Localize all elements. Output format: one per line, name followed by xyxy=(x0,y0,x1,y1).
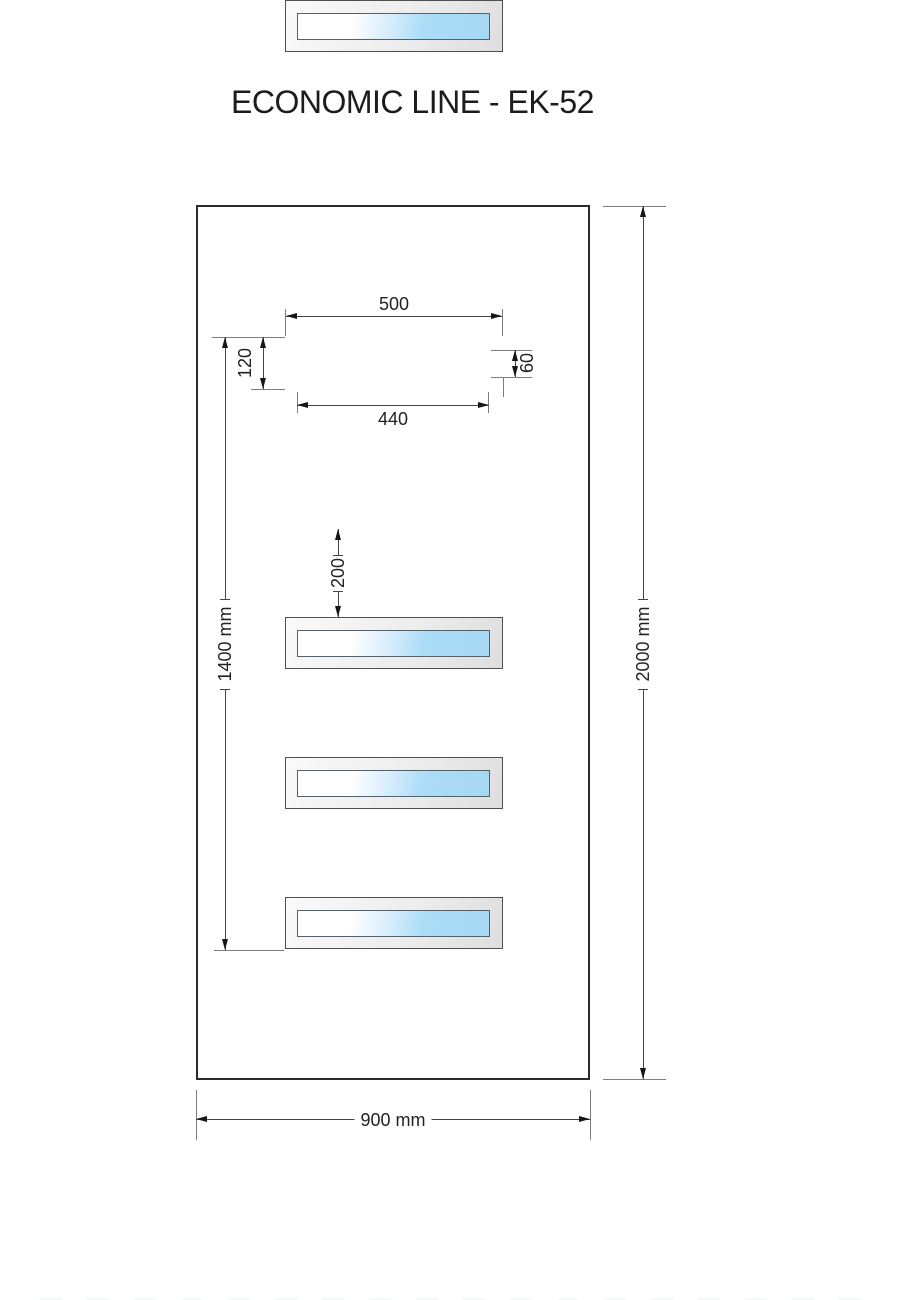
dim-label-windows-span: 1400 mm xyxy=(215,606,235,682)
dim-500-line xyxy=(286,316,502,317)
dim-500-ext-right xyxy=(502,309,503,336)
glass-pane xyxy=(297,770,490,797)
glass-pane xyxy=(297,910,490,937)
dim-60-ext-bottom xyxy=(491,377,532,378)
dim-120-line xyxy=(263,337,264,389)
dim-900-ext-left xyxy=(196,1090,197,1140)
dim-2000-line-lower xyxy=(643,689,644,1079)
dim-200-line-upper xyxy=(338,529,339,555)
dim-440-line xyxy=(297,405,489,406)
dim-900-arrow-left xyxy=(196,1116,207,1122)
dim-label-window-height: 120 xyxy=(235,347,255,379)
dim-1400-line-lower xyxy=(225,689,226,950)
dim-1400-break-tick xyxy=(220,689,230,690)
dim-500-ext-left xyxy=(285,309,286,336)
dim-120-ext-top xyxy=(212,337,285,338)
dim-1400-break-tick xyxy=(220,599,230,600)
dim-2000-break-tick xyxy=(638,599,648,600)
dim-500-arrow-left xyxy=(286,313,297,319)
dim-1400-ext-bottom xyxy=(214,950,284,951)
dim-200-arrow-down xyxy=(335,606,341,617)
dim-2000-ext-top xyxy=(603,206,666,207)
ext-line-window-right-lower xyxy=(503,378,504,397)
dim-440-arrow-right xyxy=(478,402,489,408)
window-panel xyxy=(285,617,503,669)
dim-2000-arrow-down xyxy=(640,1068,646,1079)
dim-200-break-tick xyxy=(333,591,343,592)
dim-label-glass-width: 440 xyxy=(377,409,409,429)
dim-label-window-spacing: 200 xyxy=(328,557,348,589)
glass-pane xyxy=(297,13,490,40)
window-panel xyxy=(285,0,503,52)
scan-artifact xyxy=(40,1298,879,1300)
dim-200-line-lower xyxy=(338,591,339,617)
dim-2000-ext-bottom xyxy=(603,1079,666,1080)
dim-200-arrow-up xyxy=(335,529,341,540)
dim-1400-arrow-up xyxy=(222,337,228,348)
dim-500-arrow-right xyxy=(491,313,502,319)
dim-200-break-tick xyxy=(333,555,343,556)
dim-label-glass-height: 60 xyxy=(517,352,537,374)
dim-60-line xyxy=(515,350,516,377)
dim-label-door-width: 900 mm xyxy=(354,1111,432,1129)
dim-440-arrow-left xyxy=(297,402,308,408)
dim-120-ext-bottom xyxy=(251,389,285,390)
dim-60-arrow-down xyxy=(512,366,518,377)
dim-label-door-height: 2000 mm xyxy=(633,606,653,682)
dim-60-arrow-up xyxy=(512,350,518,361)
dim-1400-line-upper xyxy=(225,337,226,599)
dim-900-ext-right xyxy=(590,1090,591,1140)
glass-pane xyxy=(297,630,490,657)
dim-2000-break-tick xyxy=(638,689,648,690)
page-title: ECONOMIC LINE - EK-52 xyxy=(231,84,594,120)
dim-120-arrow-up xyxy=(260,337,266,348)
window-panel xyxy=(285,757,503,809)
dim-label-window-width: 500 xyxy=(378,294,410,314)
dim-1400-arrow-down xyxy=(222,939,228,950)
dim-2000-arrow-up xyxy=(640,206,646,217)
window-panel xyxy=(285,897,503,949)
dim-900-arrow-right xyxy=(579,1116,590,1122)
dim-2000-line-upper xyxy=(643,206,644,599)
dim-60-ext-top xyxy=(491,350,532,351)
dim-120-arrow-down xyxy=(260,378,266,389)
